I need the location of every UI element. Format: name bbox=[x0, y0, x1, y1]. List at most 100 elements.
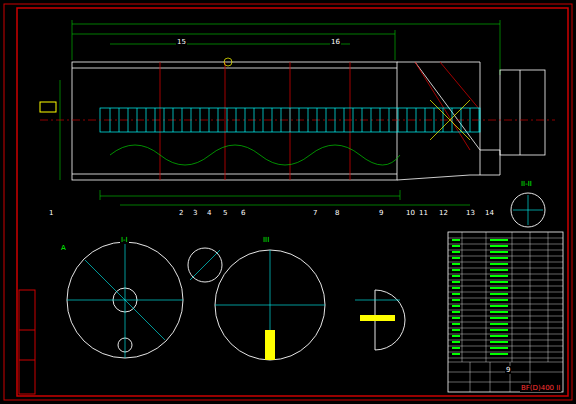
callout-label: 15 bbox=[176, 38, 187, 46]
stroke bbox=[490, 287, 508, 289]
stroke bbox=[416, 108, 417, 132]
stroke bbox=[119, 108, 120, 132]
stroke bbox=[490, 269, 508, 271]
callout-label: 12 bbox=[438, 209, 449, 217]
stroke bbox=[128, 108, 129, 132]
callout-label: 3 bbox=[192, 209, 198, 217]
callout-label: III bbox=[262, 236, 270, 244]
stroke bbox=[137, 108, 138, 132]
stroke bbox=[448, 244, 563, 245]
callout-label: 7 bbox=[312, 209, 318, 217]
stroke bbox=[448, 292, 563, 293]
stroke bbox=[452, 239, 460, 241]
stroke bbox=[200, 108, 201, 132]
stroke bbox=[462, 232, 463, 362]
stroke bbox=[191, 108, 192, 132]
stroke bbox=[344, 108, 345, 132]
stroke bbox=[452, 281, 460, 283]
stroke bbox=[443, 108, 444, 132]
stroke bbox=[452, 341, 460, 343]
stroke bbox=[452, 323, 460, 325]
stroke bbox=[448, 382, 530, 383]
stroke bbox=[448, 268, 563, 269]
stroke bbox=[470, 108, 471, 132]
stroke bbox=[490, 347, 508, 349]
stroke bbox=[490, 323, 508, 325]
stroke bbox=[448, 262, 563, 263]
stroke bbox=[448, 286, 563, 287]
stroke bbox=[452, 347, 460, 349]
stroke bbox=[448, 304, 563, 305]
stroke bbox=[448, 340, 563, 341]
stroke bbox=[452, 293, 460, 295]
stroke bbox=[490, 245, 508, 247]
stroke bbox=[470, 362, 471, 392]
stroke bbox=[448, 310, 563, 311]
stroke bbox=[448, 256, 563, 257]
stroke bbox=[146, 108, 147, 132]
stroke bbox=[182, 108, 183, 132]
stroke bbox=[490, 335, 508, 337]
stroke bbox=[218, 108, 219, 132]
stroke bbox=[164, 108, 165, 132]
stroke bbox=[448, 328, 563, 329]
stroke bbox=[452, 353, 460, 355]
stroke bbox=[263, 108, 264, 132]
stroke bbox=[434, 108, 435, 132]
callout-label: A bbox=[60, 244, 67, 252]
stroke bbox=[452, 335, 460, 337]
stroke bbox=[380, 108, 381, 132]
stroke bbox=[425, 108, 426, 132]
stroke bbox=[452, 299, 460, 301]
stroke bbox=[490, 305, 508, 307]
stroke bbox=[490, 239, 508, 241]
callout-label: 9 bbox=[505, 366, 511, 374]
stroke bbox=[398, 108, 399, 132]
stroke bbox=[299, 108, 300, 132]
stroke bbox=[362, 108, 363, 132]
stroke bbox=[452, 263, 460, 265]
stroke bbox=[490, 317, 508, 319]
stroke bbox=[448, 362, 563, 363]
stroke bbox=[490, 293, 508, 295]
stroke bbox=[448, 334, 563, 335]
callout-label: 10 bbox=[405, 209, 416, 217]
stroke bbox=[448, 352, 563, 353]
stroke bbox=[490, 299, 508, 301]
callout-label: 4 bbox=[206, 209, 212, 217]
stroke bbox=[452, 245, 460, 247]
stroke bbox=[448, 274, 563, 275]
stroke bbox=[490, 353, 508, 355]
callout-label: 11 bbox=[418, 209, 429, 217]
stroke bbox=[490, 263, 508, 265]
stroke bbox=[490, 275, 508, 277]
stroke bbox=[452, 251, 460, 253]
stroke bbox=[530, 232, 531, 362]
stroke bbox=[227, 108, 228, 132]
stroke bbox=[353, 108, 354, 132]
callout-label: I-I bbox=[120, 236, 129, 244]
stroke bbox=[490, 341, 508, 343]
stroke bbox=[448, 250, 563, 251]
stroke bbox=[326, 108, 327, 132]
stroke bbox=[490, 251, 508, 253]
callout-label: 1 bbox=[48, 209, 54, 217]
callout-label: 9 bbox=[378, 209, 384, 217]
callout-label: BF(D)400 II bbox=[520, 384, 561, 392]
stroke bbox=[290, 108, 291, 132]
stroke bbox=[448, 316, 563, 317]
stroke bbox=[452, 269, 460, 271]
stroke bbox=[548, 232, 549, 362]
callout-label: 13 bbox=[465, 209, 476, 217]
callout-label: 6 bbox=[240, 209, 246, 217]
stroke bbox=[452, 311, 460, 313]
stroke bbox=[461, 108, 462, 132]
stroke bbox=[272, 108, 273, 132]
stroke bbox=[317, 108, 318, 132]
stroke bbox=[452, 108, 453, 132]
stroke bbox=[452, 317, 460, 319]
stroke bbox=[452, 275, 460, 277]
stroke bbox=[490, 257, 508, 259]
stroke bbox=[308, 108, 309, 132]
